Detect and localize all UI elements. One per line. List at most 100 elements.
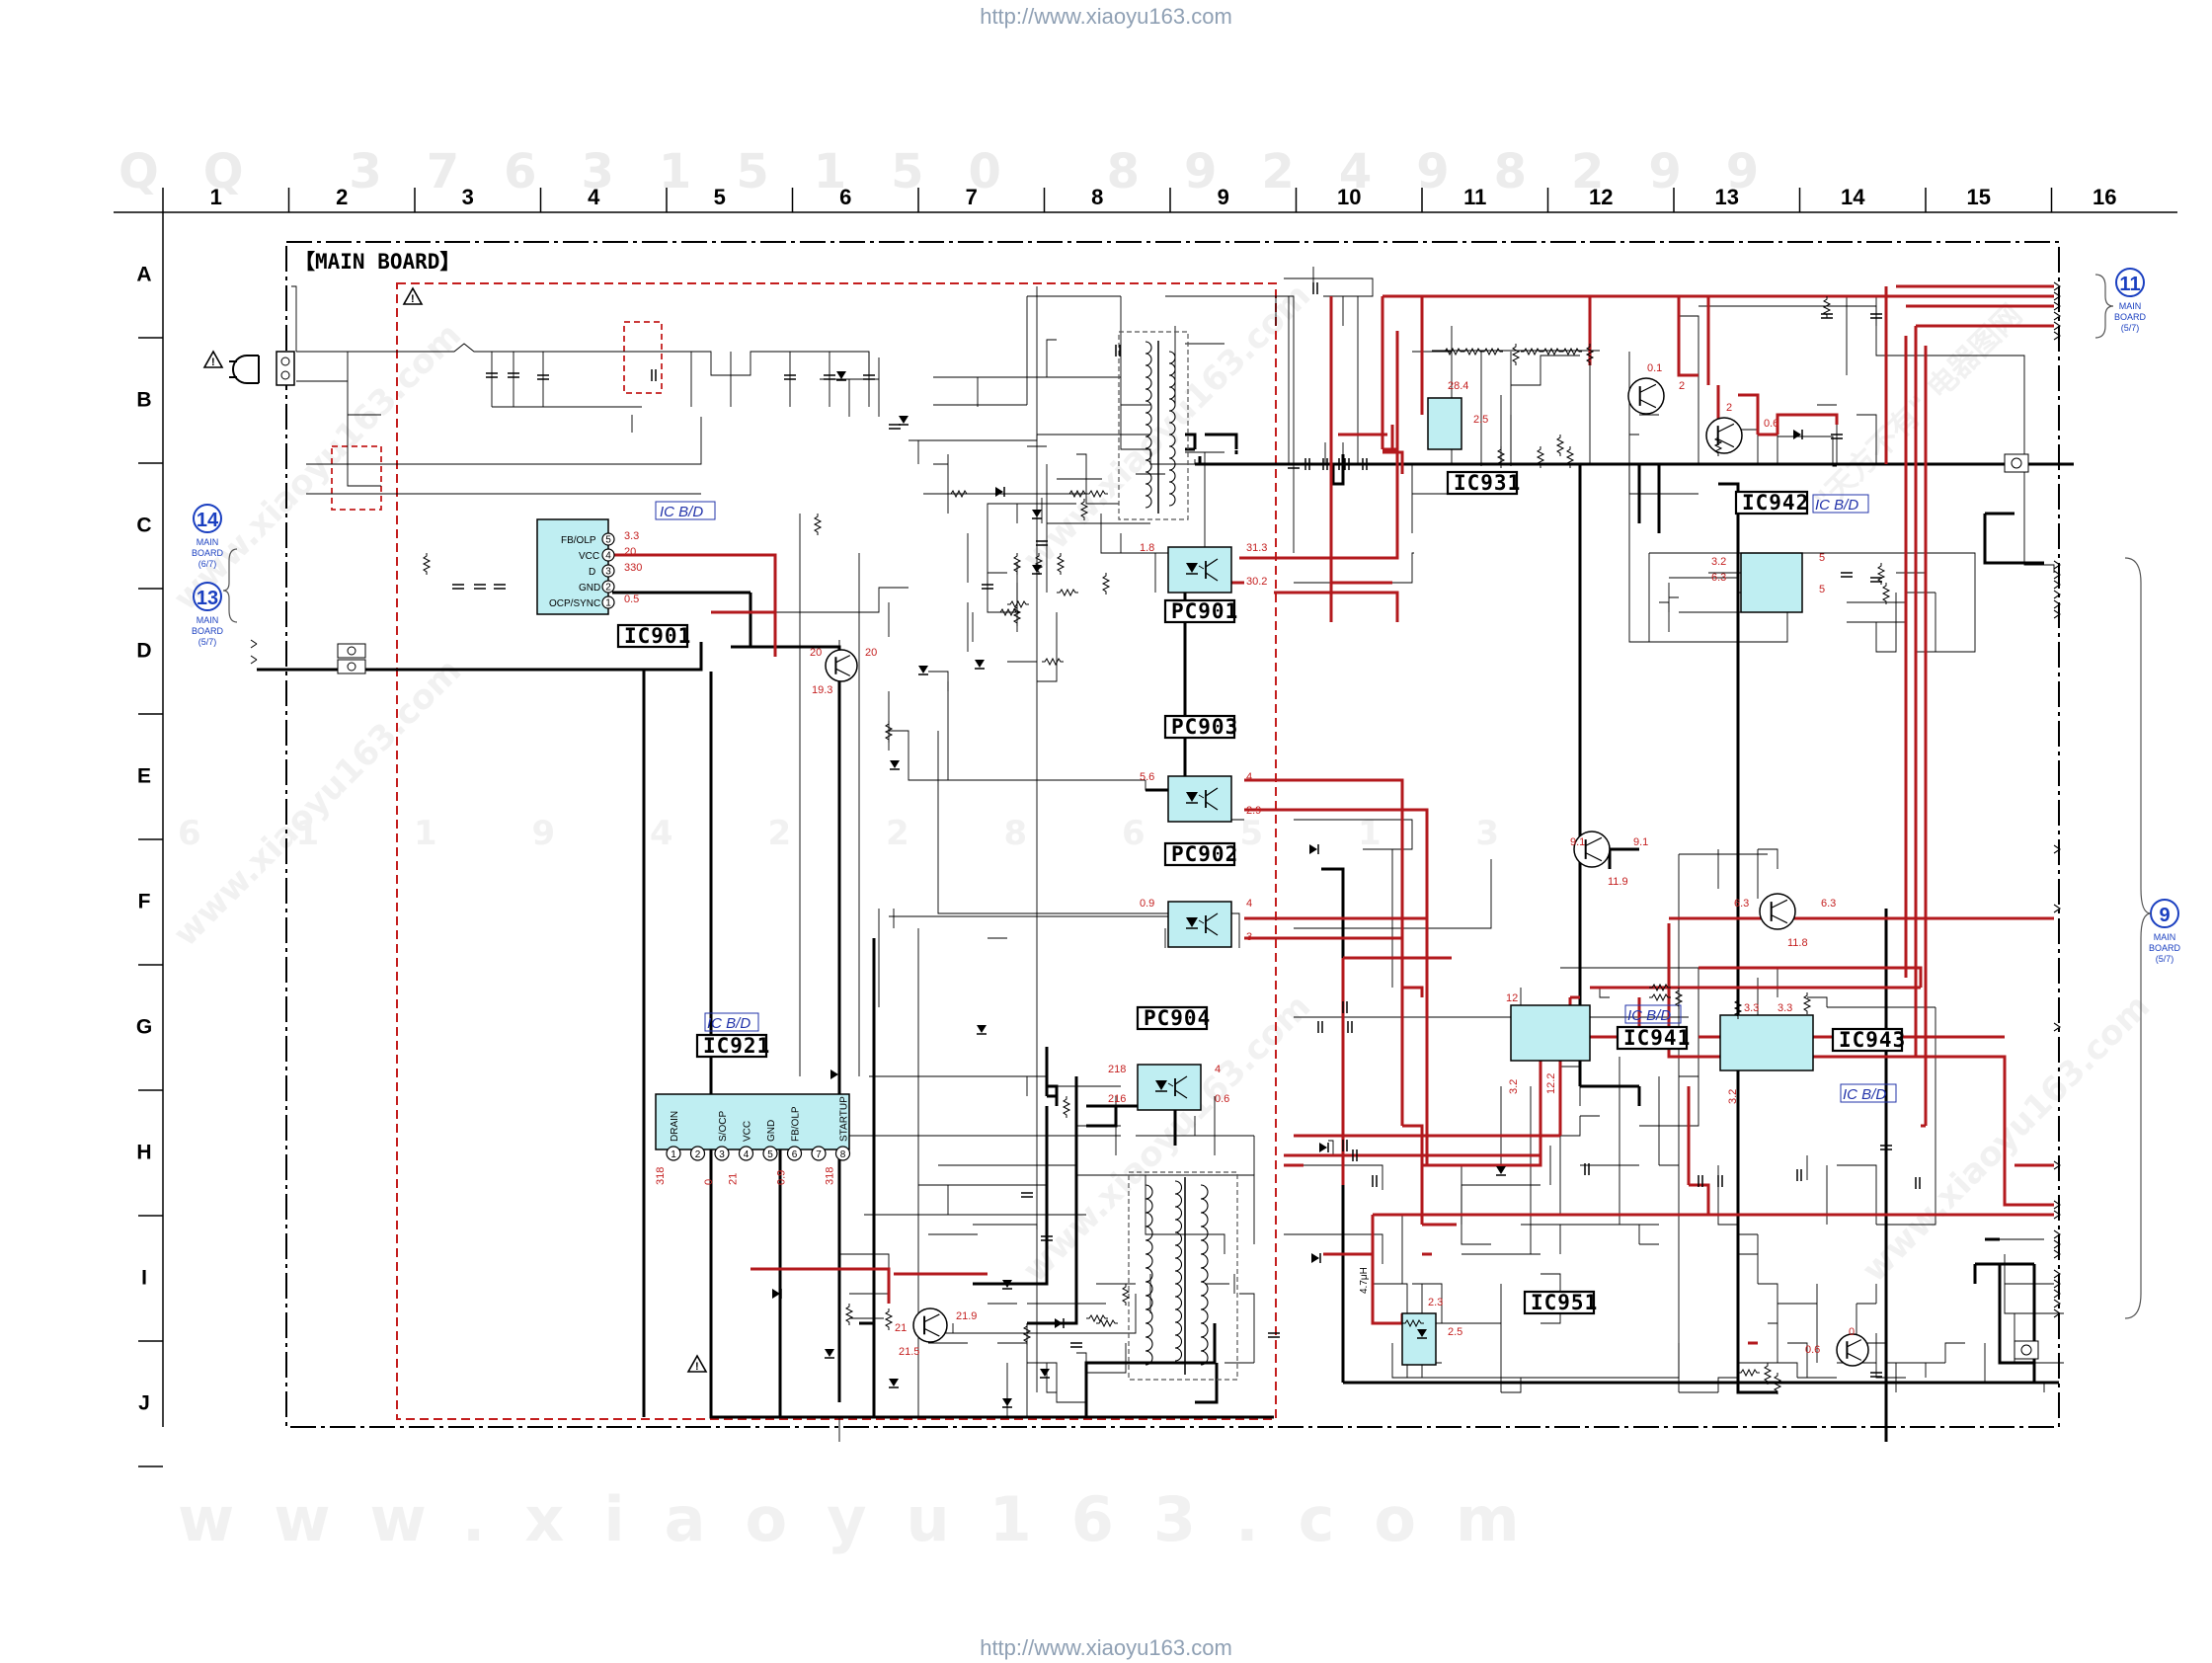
q-d6-v2: 20: [865, 647, 877, 659]
diode: [1055, 1318, 1063, 1328]
svg-text:7: 7: [816, 1149, 822, 1160]
pc902: PC902: [1163, 841, 1238, 948]
pc902-label: PC902: [1171, 842, 1238, 866]
resistor: [1086, 1313, 1108, 1323]
terminal-arrow: [2053, 590, 2061, 599]
ic921-pin-name: S/OCP: [718, 1111, 729, 1142]
ic941: IC941 IC B/D: [1510, 1004, 1690, 1062]
ic931-label: IC931: [1454, 471, 1521, 495]
ic921-pin-name: FB/OLP: [791, 1106, 802, 1142]
ic921-pin-volt: 0: [703, 1179, 715, 1185]
terminal-arrow: [2053, 1022, 2061, 1032]
terminal-arrow: [2053, 1239, 2061, 1249]
resistor: [1763, 1363, 1773, 1385]
row-label: G: [136, 1016, 152, 1039]
resistor: [1042, 657, 1064, 667]
resistor: [1121, 1284, 1131, 1306]
pc901-v1: 1.8: [1140, 542, 1154, 554]
terminal-arrow: [2053, 844, 2061, 854]
terminal-arrow: [2053, 1249, 2061, 1259]
terminal-arrow: [2053, 1289, 2061, 1299]
terminal-arrow: [2053, 331, 2061, 341]
ic931: IC931: [1427, 397, 1521, 496]
grid-frame: [114, 188, 2177, 1467]
footer-url[interactable]: http://www.xiaoyu163.com: [980, 1635, 1232, 1660]
ic901-label: IC901: [624, 624, 691, 648]
resistor: [1565, 446, 1575, 468]
resistor: [1057, 588, 1078, 597]
column-label: 4: [588, 185, 600, 209]
diode: [995, 487, 1003, 497]
resistor: [1066, 489, 1088, 499]
watermark-diag-3: www.xiaoyu163.com: [166, 651, 469, 954]
svg-text:MAIN: MAIN: [197, 615, 219, 625]
column-label: 13: [1715, 185, 1739, 209]
column-label: 1: [210, 185, 222, 209]
pc901-label: PC901: [1171, 599, 1238, 623]
ic943-v2: 3.3: [1778, 1002, 1792, 1014]
coax-connector-icon: [2014, 1340, 2039, 1360]
switch-region: [331, 445, 382, 511]
column-label: 8: [1091, 185, 1103, 209]
diode: [1496, 1166, 1506, 1174]
diode: [899, 416, 908, 424]
resistor: [1402, 1318, 1424, 1328]
row-label: B: [136, 389, 151, 412]
q-d6-v1: 20: [810, 647, 822, 659]
wiring-power-red: [612, 284, 2054, 1345]
resistor: [1012, 604, 1022, 626]
pin: [834, 1146, 851, 1161]
diode: [1309, 844, 1317, 854]
q-b13-v1: 2: [1726, 402, 1732, 414]
header-url[interactable]: http://www.xiaoyu163.com: [980, 4, 1232, 29]
resistor: [1536, 446, 1545, 468]
q-b12-v2: 2: [1679, 380, 1685, 392]
q-j14-v2: 0.6: [1805, 1344, 1820, 1356]
ic901-pin-d: D: [589, 567, 595, 578]
pin: [601, 548, 615, 562]
ic942-label: IC942: [1742, 491, 1809, 515]
svg-text:BOARD: BOARD: [192, 548, 224, 558]
column-label: 6: [839, 185, 851, 209]
ic943: IC943 IC B/D: [1719, 1014, 1905, 1103]
svg-text:8: 8: [840, 1149, 846, 1160]
board-title: 【MAIN BOARD】: [294, 250, 460, 274]
svg-text:2: 2: [695, 1149, 701, 1160]
linefilter-region: [623, 321, 663, 394]
board-frame: [285, 241, 2060, 1428]
row-label: A: [136, 264, 151, 286]
ic921-pin-volt: 21: [728, 1173, 740, 1185]
terminal-arrow: [2053, 580, 2061, 590]
connector-13-badge: 13 MAIN BOARD (5/7): [192, 582, 223, 647]
resistor: [1462, 347, 1483, 356]
svg-text:(6/7): (6/7): [198, 559, 217, 569]
terminal-arrow: [2053, 1210, 2061, 1220]
diode: [1002, 1280, 1012, 1288]
resistor: [1101, 573, 1111, 594]
pc904-v1: 218: [1108, 1064, 1126, 1075]
ic901-pin-ocpsync: OCP/SYNC: [549, 598, 600, 609]
pin: [666, 1146, 681, 1161]
ic921-pin-name: DRAIN: [670, 1111, 680, 1142]
q-f13-v2: 6.3: [1821, 898, 1836, 910]
q-b13-v2: 0.6: [1764, 418, 1778, 430]
q-f11-v1: 9.1: [1570, 836, 1585, 848]
pin: [786, 1146, 803, 1161]
pc904-v4: 0.6: [1215, 1093, 1229, 1105]
pc903-label: PC903: [1171, 715, 1238, 739]
terminal-arrow: [2053, 599, 2061, 609]
bracket-9: [2124, 557, 2152, 1319]
transformer-t901: [1118, 331, 1189, 520]
diode: [889, 1379, 899, 1386]
pc903: PC903: [1163, 714, 1238, 823]
resistor: [1876, 563, 1886, 585]
ic901-v2: 20: [624, 546, 636, 558]
diode: [977, 1025, 987, 1033]
resistor: [813, 514, 823, 535]
pc902-v1: 0.9: [1140, 898, 1154, 910]
resistor: [1096, 1318, 1118, 1328]
resistor: [1773, 1373, 1782, 1394]
resistor: [1481, 347, 1503, 356]
watermark-diag-2: www.xiaoyu163.com: [1015, 276, 1318, 579]
resistor: [1007, 599, 1029, 609]
